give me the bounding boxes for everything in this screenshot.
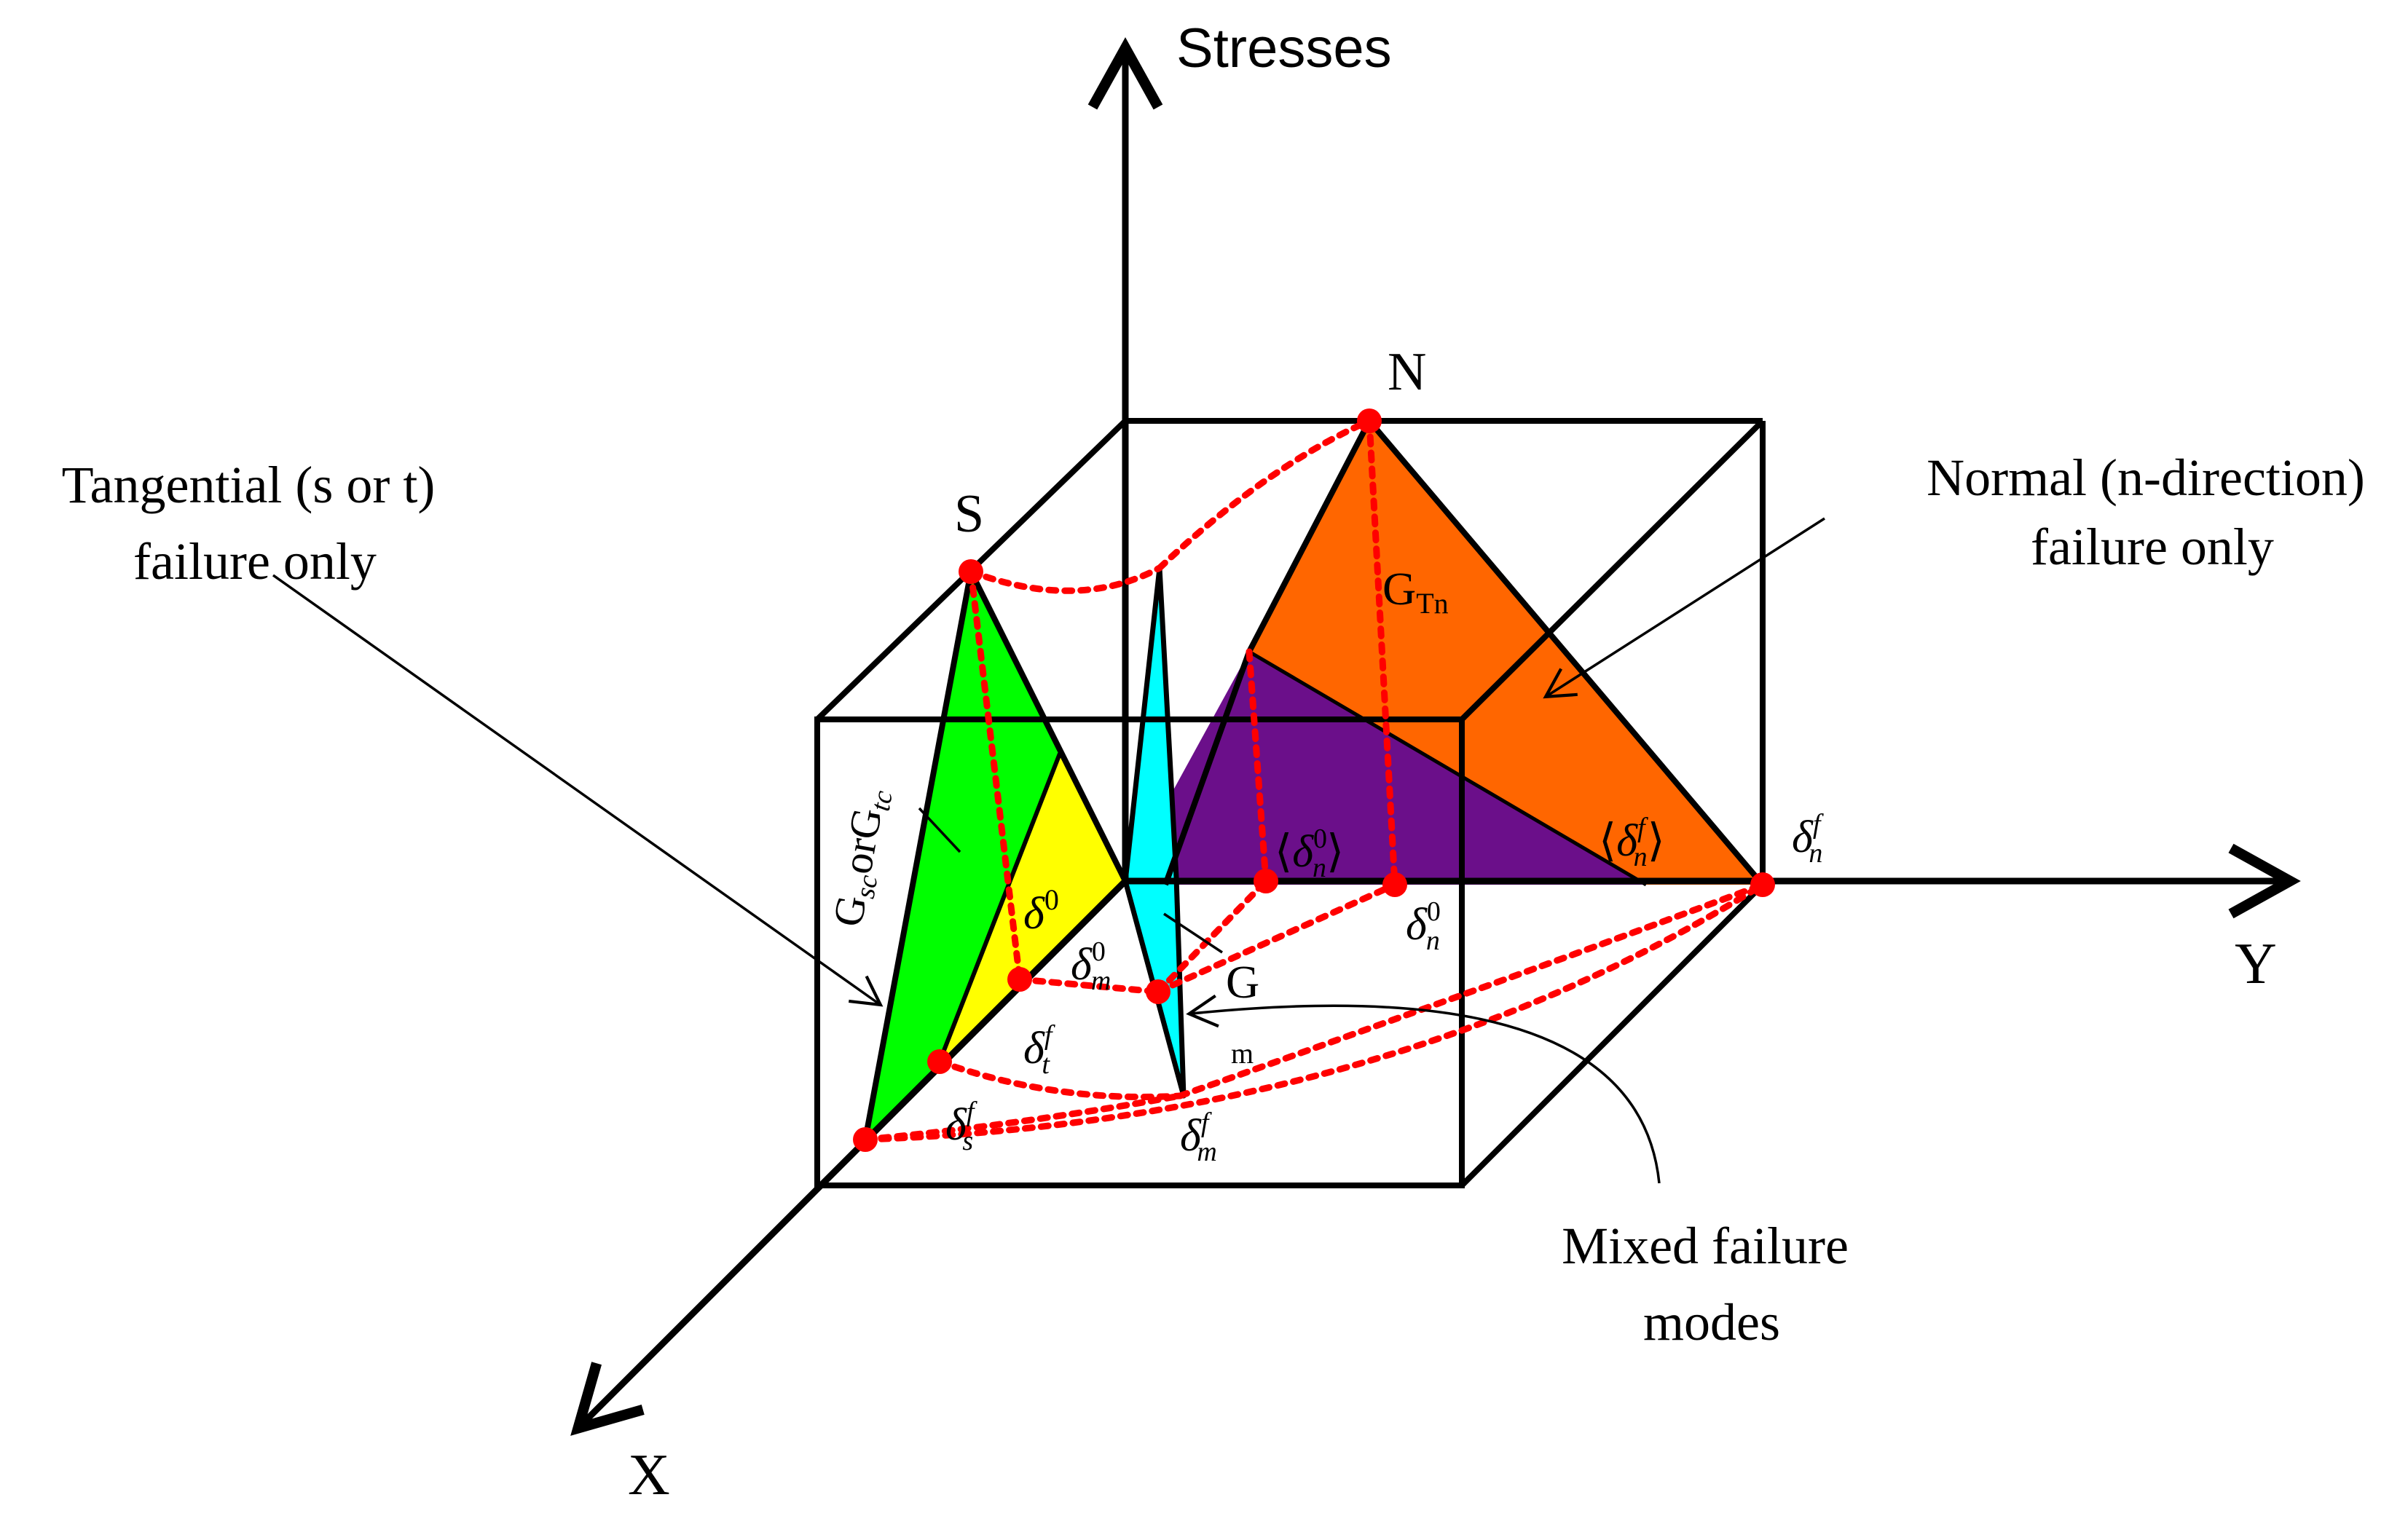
dot-delta-m0 (1146, 979, 1170, 1004)
dot-s (959, 559, 983, 584)
g-mixed-label: G m (1226, 956, 1271, 1070)
dot-n (1357, 408, 1382, 433)
normal-callout-arrow (1543, 517, 1825, 699)
purple-mixed-region (1165, 652, 1646, 885)
mixed-callout: Mixed failure modes (1562, 1217, 1862, 1351)
orange-region-outline (1162, 418, 1766, 887)
dot-delta-n0-bracket (1254, 869, 1278, 893)
yellow-region-edge (937, 752, 1062, 1063)
yellow-shear-region (940, 754, 1125, 1062)
cyan-mixed-region (1125, 568, 1184, 1096)
dot-delta-nf (1750, 872, 1775, 897)
tangential-callout: Tangential (s or t) failure only (62, 456, 449, 591)
g-shear-leader (918, 807, 961, 853)
dotted-guides (862, 417, 1766, 1143)
x-axis-label: X (628, 1443, 670, 1507)
dot-delta-tf (927, 1049, 952, 1074)
x-axis (570, 878, 1128, 1436)
y-axis-label: Y (2235, 932, 2277, 996)
n-point-label: N (1388, 342, 1426, 402)
dot-delta-sf (853, 1127, 878, 1152)
g-mixed-leader (1163, 912, 1223, 954)
dot-delta-n0 (1382, 872, 1407, 897)
green-shear-region (865, 572, 1060, 1140)
g-normal-label: GTn (1382, 563, 1449, 620)
stresses-label: Stresses (1176, 17, 1392, 79)
red-dots (853, 408, 1775, 1152)
tangential-callout-arrow (272, 574, 884, 1007)
normal-callout: Normal (n-direction) failure only (1927, 449, 2378, 576)
purple-orange-divider (1248, 650, 1648, 887)
g-shear-label: GscorGtc (824, 785, 899, 931)
mixed-callout-arrow (1186, 994, 1661, 1184)
dot-delta0 (1007, 967, 1032, 992)
delta0-label: δ0 (1023, 883, 1059, 939)
s-point-label: S (954, 484, 984, 544)
